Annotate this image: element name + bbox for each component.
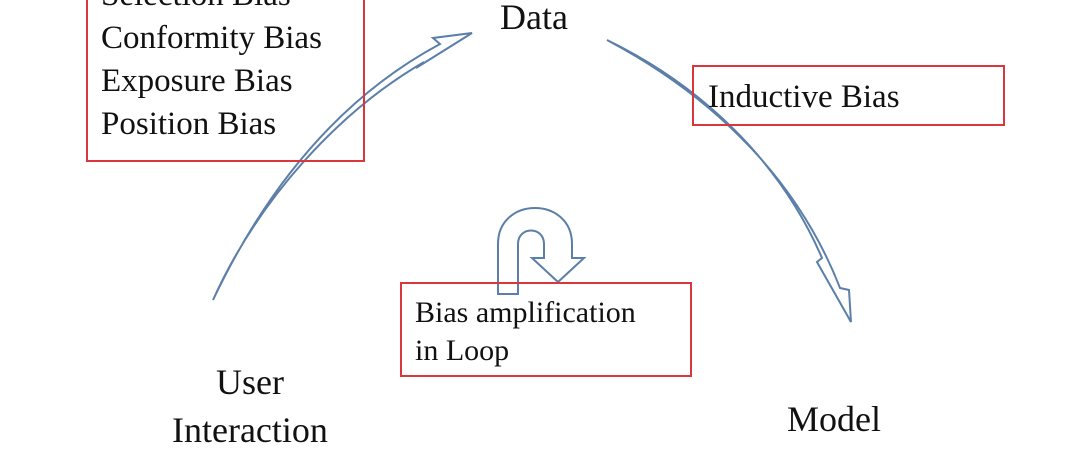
data-to-model-arrow	[606, 39, 852, 323]
loop-arrow	[497, 207, 587, 295]
data-biases-box: Selection Bias Conformity Bias Exposure …	[86, 0, 365, 162]
bias-item-conformity: Conformity Bias	[101, 20, 322, 56]
node-data: Data	[500, 0, 568, 37]
node-user-interaction-line1: User	[215, 362, 284, 402]
loop-box-line2: in Loop	[415, 334, 510, 367]
inductive-bias-label: Inductive Bias	[708, 79, 900, 115]
node-model: Model	[787, 399, 881, 439]
node-user-interaction-line2: Interaction	[172, 410, 328, 450]
bias-item-position: Position Bias	[101, 106, 277, 142]
loop-box-line1: Bias amplification	[415, 296, 636, 329]
bias-item-selection: Selection Bias	[101, 0, 363, 17]
inductive-bias-box: Inductive Bias	[692, 65, 1005, 126]
node-user-interaction: User Interaction	[172, 358, 328, 454]
loop-box: Bias amplification in Loop	[400, 282, 692, 377]
bias-item-exposure: Exposure Bias	[101, 63, 293, 99]
user-to-data-arrow	[212, 32, 473, 301]
